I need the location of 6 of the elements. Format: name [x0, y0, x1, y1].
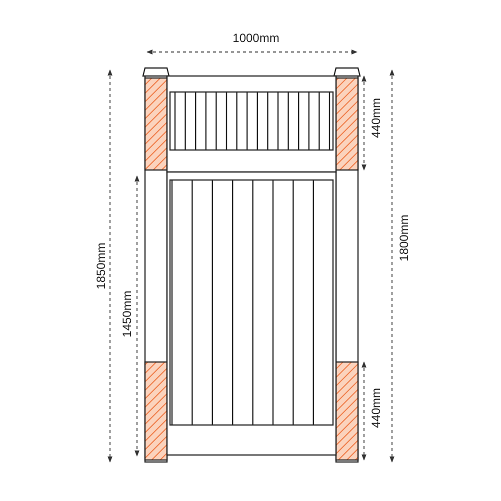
dimension-label: 1450mm — [119, 290, 135, 338]
dimension-label: 440mm — [368, 98, 384, 138]
dimension-label: 1800mm — [396, 214, 412, 262]
dimension-label: 440mm — [368, 388, 384, 428]
dimension-label: 1000mm — [232, 30, 280, 47]
dimension-label: 1850mm — [93, 242, 109, 290]
